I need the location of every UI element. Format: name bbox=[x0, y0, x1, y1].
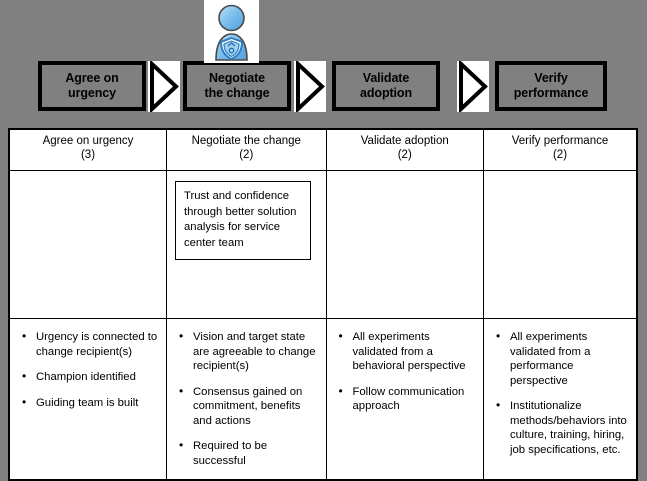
column-header-title: Validate adoption bbox=[360, 135, 449, 147]
table-bullets-row: Urgency is connected to change recipient… bbox=[8, 318, 638, 481]
process-step-label: Agree on urgency bbox=[61, 71, 122, 101]
table-header-row: Agree on urgency (3) Negotiate the chang… bbox=[8, 128, 638, 171]
right-arrow-icon bbox=[148, 61, 180, 112]
bullet-list: All experiments validated from a perform… bbox=[484, 319, 636, 457]
bullets-cell-3: All experiments validated from a behavio… bbox=[325, 318, 484, 481]
list-item: Vision and target state are agreeable to… bbox=[177, 329, 320, 374]
process-flow-diagram: Agree on urgency Negotiate the change Va… bbox=[0, 0, 647, 128]
callout-cell-3 bbox=[325, 170, 484, 319]
process-step-label-line1: Negotiate bbox=[208, 71, 266, 85]
list-item: Required to be successful bbox=[177, 438, 320, 468]
column-header-negotiate-the-change: Negotiate the change (2) bbox=[166, 128, 327, 171]
list-item: All experiments validated from a behavio… bbox=[337, 329, 478, 374]
process-step-agree-on-urgency[interactable]: Agree on urgency bbox=[38, 61, 146, 111]
column-header-count: (2) bbox=[239, 149, 254, 161]
process-step-label-line2: the change bbox=[204, 86, 270, 100]
process-step-label-line1: Validate bbox=[362, 71, 410, 85]
process-step-label-line2: adoption bbox=[360, 86, 412, 100]
change-readiness-matrix: Agree on urgency (3) Negotiate the chang… bbox=[8, 128, 638, 481]
column-header-count: (2) bbox=[552, 149, 568, 161]
bullet-list: Urgency is connected to change recipient… bbox=[10, 319, 166, 410]
column-header-validate-adoption: Validate adoption (2) bbox=[325, 128, 484, 171]
process-step-verify-performance[interactable]: Verify performance bbox=[495, 61, 607, 111]
process-step-label: Negotiate the change bbox=[201, 71, 274, 101]
process-step-label: Validate adoption bbox=[356, 71, 416, 101]
list-item: Champion identified bbox=[20, 369, 160, 385]
process-step-label-line1: Verify bbox=[534, 71, 568, 85]
column-header-count: (2) bbox=[397, 149, 412, 161]
list-item: Follow communication approach bbox=[337, 384, 478, 414]
process-step-negotiate-the-change[interactable]: Negotiate the change bbox=[183, 61, 291, 111]
process-step-label-line2: performance bbox=[513, 86, 589, 100]
bullets-cell-1: Urgency is connected to change recipient… bbox=[8, 318, 167, 481]
column-header-title: Verify performance bbox=[511, 135, 609, 147]
process-step-label-line1: Agree on bbox=[65, 71, 119, 85]
table-callout-row: Trust and confidence through better solu… bbox=[8, 170, 638, 319]
bullets-cell-2: Vision and target state are agreeable to… bbox=[166, 318, 327, 481]
process-step-label: Verify performance bbox=[510, 71, 593, 101]
person-with-shield-badge-icon bbox=[204, 0, 259, 63]
callout-cell-4 bbox=[483, 170, 638, 319]
callout-cell-2: Trust and confidence through better solu… bbox=[166, 170, 327, 319]
list-item: Urgency is connected to change recipient… bbox=[20, 329, 160, 359]
column-header-count: (3) bbox=[80, 149, 96, 161]
bullet-list: Vision and target state are agreeable to… bbox=[167, 319, 326, 468]
bullet-list: All experiments validated from a behavio… bbox=[327, 319, 484, 414]
list-item: All experiments validated from a perform… bbox=[494, 329, 630, 388]
callout-cell-1 bbox=[8, 170, 167, 319]
list-item: Consensus gained on commitment, benefits… bbox=[177, 384, 320, 429]
column-header-verify-performance: Verify performance (2) bbox=[483, 128, 638, 171]
list-item: Institutionalize methods/behaviors into … bbox=[494, 398, 630, 457]
column-header-title: Agree on urgency bbox=[42, 135, 134, 147]
right-arrow-icon bbox=[457, 61, 489, 112]
callout-box: Trust and confidence through better solu… bbox=[175, 181, 311, 260]
column-header-agree-on-urgency: Agree on urgency (3) bbox=[8, 128, 167, 171]
column-header-title: Negotiate the change bbox=[191, 135, 301, 147]
process-step-label-line2: urgency bbox=[68, 86, 116, 100]
right-arrow-icon bbox=[294, 61, 326, 112]
list-item: Guiding team is built bbox=[20, 395, 160, 411]
process-step-validate-adoption[interactable]: Validate adoption bbox=[332, 61, 440, 111]
bullets-cell-4: All experiments validated from a perform… bbox=[483, 318, 638, 481]
